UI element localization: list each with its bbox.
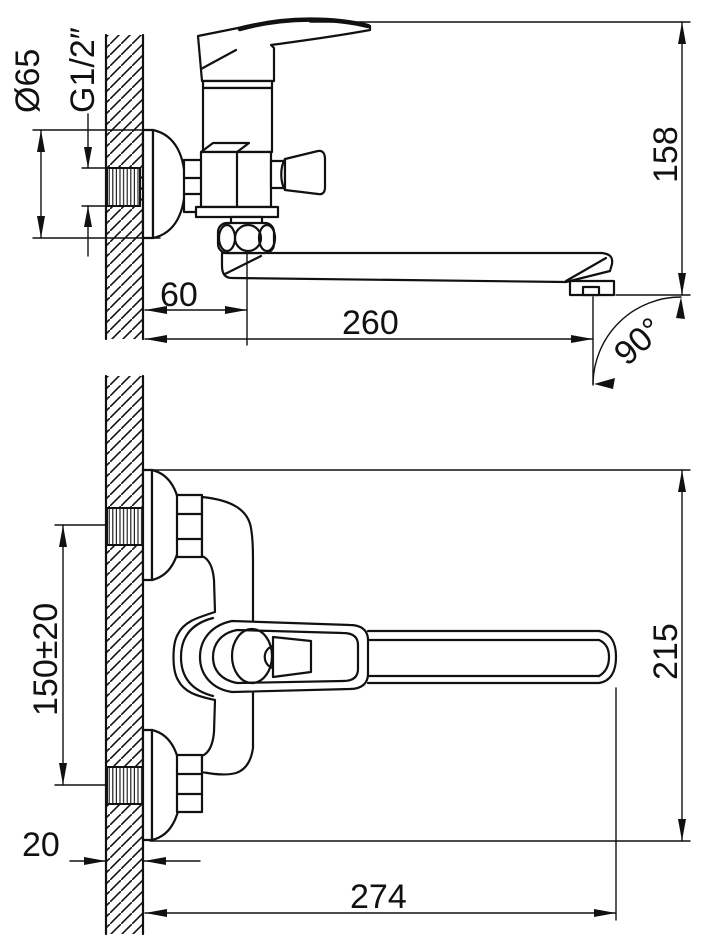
dim-label-escutcheon-diameter: Ø65 <box>9 49 47 113</box>
dim-label-height: 158 <box>647 126 685 183</box>
dims-plan: 150±20 215 20 274 <box>22 469 691 921</box>
dim-label-overall-reach: 274 <box>350 878 407 916</box>
dim-label-wall-thickness: 20 <box>22 826 60 864</box>
base-flange-front <box>194 205 280 219</box>
lever-top-edge <box>237 17 371 32</box>
spout-front <box>220 251 616 297</box>
dim-label-inlet-centres: 150±20 <box>27 603 65 716</box>
wall-section-plan <box>104 374 145 936</box>
lever-handle-plan <box>198 619 370 694</box>
front-view: Ø65 G1/2″ 158 60 260 <box>9 17 691 389</box>
plan-view: 150±20 215 20 274 <box>22 374 691 936</box>
swivel-nut-front <box>216 221 277 255</box>
body-column-front <box>201 86 274 154</box>
faucet-front <box>106 17 616 297</box>
hex-adapter-plan-top <box>175 493 204 559</box>
escutcheon-plan-top <box>141 468 154 582</box>
inlet-thread-plan-bottom <box>106 766 144 805</box>
wall-hatch-plan <box>106 376 143 934</box>
diverter-knob <box>269 149 327 196</box>
spout-plan <box>366 629 618 685</box>
inlet-thread-plan-top <box>106 507 144 546</box>
dim-label-inlet-thread: G1/2″ <box>64 27 102 113</box>
dim-label-wall-to-axis: 60 <box>160 276 198 314</box>
hex-adapter-plan-bottom <box>175 753 204 814</box>
escutcheon-plan-bottom <box>141 728 154 842</box>
dim-label-spout-reach: 260 <box>342 304 399 342</box>
lever-handle <box>196 17 372 83</box>
hex-adapter-front <box>182 158 204 214</box>
inlet-thread-front <box>106 167 141 207</box>
swivel-arc <box>592 296 682 385</box>
escutcheon-front <box>141 128 155 240</box>
cartridge-cap-plan <box>179 616 215 698</box>
dim-label-overall-depth: 215 <box>647 623 685 680</box>
faucet-plan <box>106 468 618 842</box>
dim-label-swivel-angle: 90° <box>607 310 671 373</box>
valve-block-front <box>199 141 273 209</box>
